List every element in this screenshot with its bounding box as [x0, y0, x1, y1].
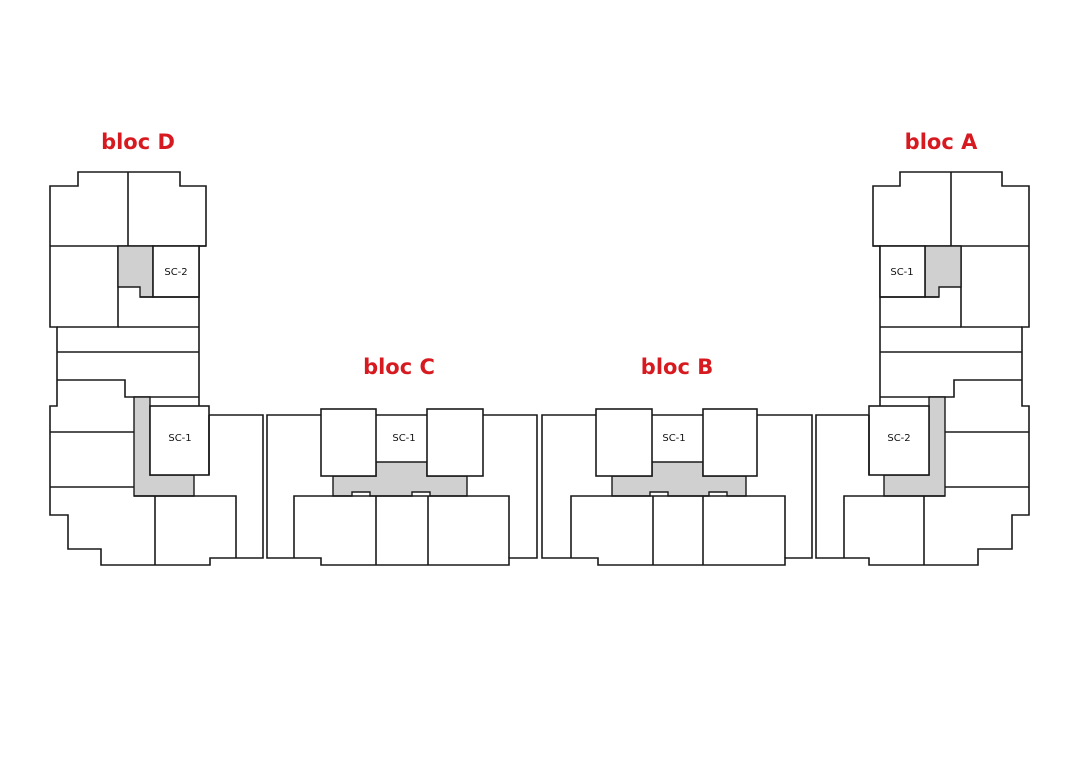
bloc-a-wall: [880, 379, 1022, 398]
bloc-b-wall: [570, 495, 786, 558]
bloc-c-title: bloc C: [363, 355, 435, 379]
bloc-b-plan: bloc B SC-1: [541, 355, 813, 566]
bloc-a-title: bloc A: [905, 130, 978, 154]
bloc-b-unit: [702, 408, 758, 477]
bloc-d-stair-lower-label: SC-1: [168, 433, 191, 444]
bloc-a-stair-upper-label: SC-1: [890, 267, 913, 278]
bloc-a-stair-lower-label: SC-2: [887, 433, 910, 444]
bloc-c-unit: [320, 408, 377, 477]
bloc-b-stair-label: SC-1: [662, 433, 685, 444]
bloc-c-unit: [426, 408, 484, 477]
bloc-a-stair-upper: [879, 245, 926, 298]
bloc-c-core: [332, 461, 468, 497]
bloc-d-stair-upper-label: SC-2: [164, 267, 187, 278]
bloc-a-wall: [843, 495, 945, 558]
bloc-d-wall: [57, 379, 199, 398]
bloc-d-title: bloc D: [101, 130, 175, 154]
bloc-d-wall: [134, 495, 237, 558]
bloc-b-unit: [595, 408, 653, 477]
bloc-a-outline: [815, 171, 1030, 566]
bloc-d-plan: bloc D SC-2 SC-1: [49, 130, 264, 566]
bloc-b-title: bloc B: [641, 355, 713, 379]
bloc-c-plan: bloc C SC-1: [266, 355, 538, 566]
bloc-c-stair-label: SC-1: [392, 433, 415, 444]
bloc-c-wall: [293, 495, 510, 558]
bloc-a-plan: bloc A SC-1 SC-2: [815, 130, 1030, 566]
bloc-a-stair-lower: [868, 405, 930, 476]
bloc-b-core: [611, 461, 747, 497]
bloc-d-outline: [49, 171, 264, 566]
bloc-d-stair-lower: [149, 405, 210, 476]
